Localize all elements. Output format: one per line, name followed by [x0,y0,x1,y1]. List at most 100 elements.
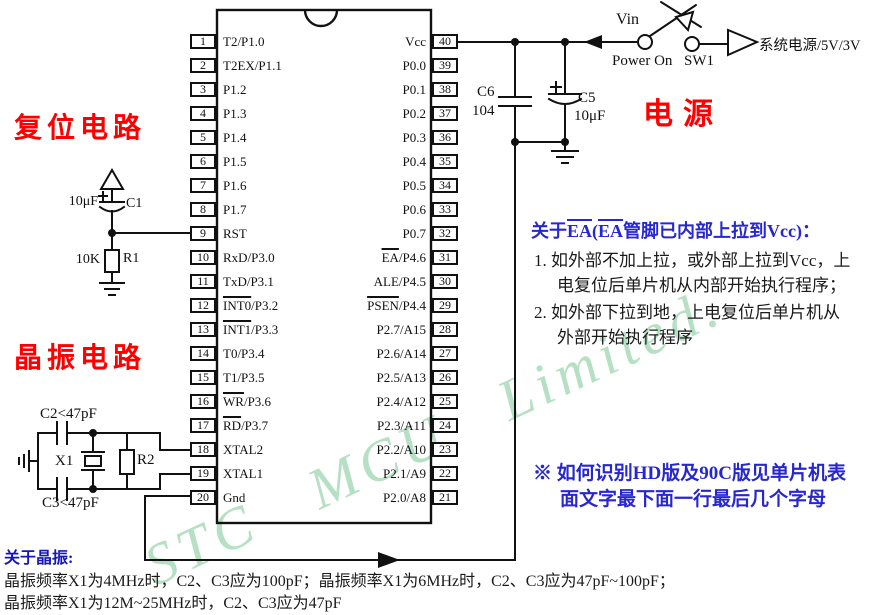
pin-number: 40 [432,34,458,49]
pin-number: 24 [432,418,458,433]
ic-body [215,8,433,525]
pin-label: Vcc [405,34,426,49]
pin-number: 18 [190,442,216,457]
pin-number: 8 [190,202,216,217]
gnd-return-wire [144,141,516,561]
pin-number: 19 [190,466,216,481]
pin-label: TxD/P3.1 [223,274,274,289]
pin-label: P1.3 [223,106,247,121]
crystal-x1 [81,432,105,490]
pin-label: T2/P1.0 [223,34,265,49]
crystal-note-line-2: 晶振频率X1为12M~25MHz时，C2、C3应为47pF [4,595,342,612]
pin-label: P1.5 [223,154,247,169]
pin-number: 9 [190,226,216,241]
pin-number: 27 [432,346,458,361]
pin-number: 13 [190,322,216,337]
output-arrow [727,28,760,57]
pin-number: 7 [190,178,216,193]
pin-label: P2.3/A11 [377,418,426,433]
pin-number: 6 [190,154,216,169]
pin-number: 2 [190,58,216,73]
reset-circuit-label: 复位电路 [14,112,147,143]
sw1-label: SW1 [684,53,714,69]
pin-number: 12 [190,298,216,313]
pin-number: 34 [432,178,458,193]
pin-label: P2.0/A8 [383,490,426,505]
ea-overline-1: EA [567,221,593,241]
pin-label: P0.6 [402,202,426,217]
hd-note-line-2: 面文字最下面一行最后几个字母 [560,489,827,510]
pin-label: XTAL2 [223,442,264,457]
pin-number: 15 [190,370,216,385]
pin-label: P2.1/A9 [383,466,426,481]
c6-name-label: C6 [477,84,495,100]
pin-number: 30 [432,274,458,289]
pin-label: PSEN/P4.4 [367,298,426,313]
power-switch-symbol [637,1,760,57]
pin-number: 17 [190,418,216,433]
pin-label: XTAL1 [223,466,264,481]
pin-label: T2EX/P1.1 [223,58,282,73]
pin-label: ALE/P4.5 [373,274,426,289]
ground-symbol-power [551,141,579,164]
c1-value-label: 10μF [68,194,98,209]
hd-note-line-1: ※ 如何识别HD版及90C版见单片机表 [533,463,846,484]
pin-number: 10 [190,250,216,265]
pin-label: RD/P3.7 [223,418,269,433]
pin-number: 31 [432,250,458,265]
resistor-r2 [119,449,135,475]
pin-number: 36 [432,130,458,145]
pin-label: INT1/P3.3 [223,322,279,337]
pin-number: 23 [432,442,458,457]
pin-label: P2.7/A15 [376,322,426,337]
pin-number: 32 [432,226,458,241]
power-net [144,35,637,568]
ea-note-heading: 关于EA(EA管脚已内部上拉到Vcc)： [531,221,821,241]
pin-label: P0.5 [402,178,426,193]
pin-label: P0.4 [402,154,426,169]
pin-label: P2.6/A14 [376,346,426,361]
pin-number: 37 [432,106,458,121]
capacitor-c1 [99,188,125,203]
capacitor-c2 [37,421,161,445]
pin-number: 4 [190,106,216,121]
pin-label: WR/P3.6 [223,394,272,409]
pin-number: 5 [190,130,216,145]
switch-arrowhead [674,10,695,32]
power-label: 电源 [643,98,723,131]
c1-name-label: C1 [126,196,143,211]
pin-number: 33 [432,202,458,217]
resistor-r1 [104,249,120,273]
ic-outline [215,8,433,525]
pin-number: 21 [432,490,458,505]
c6-value-label: 104 [472,103,495,119]
current-arrow-right [378,552,400,568]
crystal-circuit [18,421,191,501]
switch-contact-left [637,34,653,50]
pin-label: EA/P4.6 [381,250,426,265]
pin-label: P1.4 [223,130,247,145]
pin-number: 35 [432,154,458,169]
pin-label: P0.7 [402,226,426,241]
pin-number: 38 [432,82,458,97]
ea-overline-2: EA [598,221,624,241]
pin-label: P0.2 [402,106,426,121]
c2-label: C2<47pF [40,406,97,422]
switch-contact-right [684,36,700,52]
pin-number: 28 [432,322,458,337]
pin-label: P1.6 [223,178,247,193]
pin-number: 3 [190,82,216,97]
c5-value-label: 10μF [574,108,606,124]
switch-lever [649,1,702,37]
ground-symbol-reset [99,271,125,296]
c1-plus-sign [98,191,108,201]
crystal-note-title: 关于晶振: [4,550,74,567]
r1-name-label: R1 [123,251,140,266]
pin-label: P2.4/A12 [376,394,426,409]
vin-label: Vin [616,11,640,28]
pin-number: 26 [432,370,458,385]
pin-number: 39 [432,58,458,73]
crystal-note-line-1: 晶振频率X1为4MHz时，C2、C3应为100pF；晶振频率X1为6MHz时，C… [4,573,675,590]
capacitor-c6 [498,41,532,143]
